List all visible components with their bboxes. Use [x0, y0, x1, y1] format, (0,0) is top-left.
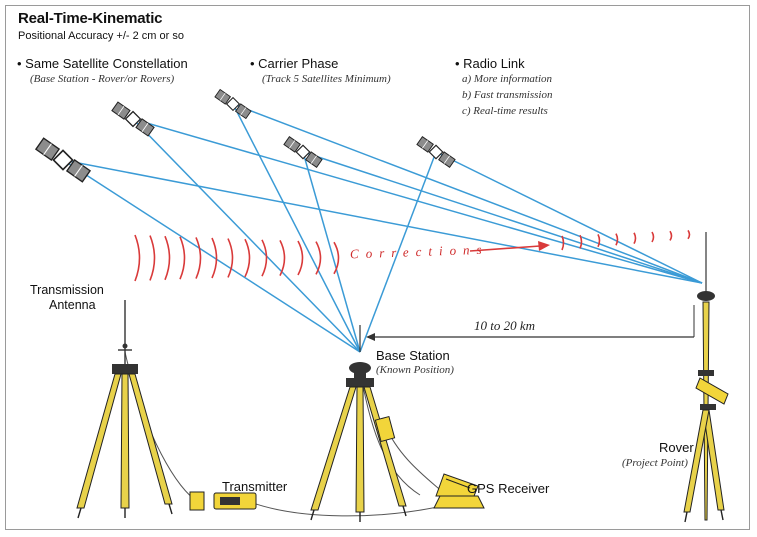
- diagram-frame: [5, 5, 750, 530]
- diagram-subtitle: Positional Accuracy +/- 2 cm or so: [18, 30, 184, 42]
- transmitter-icon: [189, 491, 257, 511]
- feature-note-constellation: (Base Station - Rover/or Rovers): [30, 73, 175, 85]
- radio-waves: [134, 229, 691, 282]
- radio-wave-arc: [279, 240, 286, 276]
- signal-line: [62, 159, 361, 353]
- radio-wave-arc: [651, 231, 655, 243]
- signal-line: [302, 151, 703, 284]
- base-station-label: Base Station: [376, 348, 450, 363]
- feature-heading-carrier-phase: • Carrier Phase: [250, 56, 339, 71]
- radio-wave-arc: [149, 235, 156, 281]
- radio-wave-arc: [164, 235, 171, 281]
- radio-wave-arc: [244, 238, 251, 278]
- transmission-antenna-label: Antenna: [49, 298, 96, 312]
- feature-note-carrier-phase: (Track 5 Satellites Minimum): [262, 73, 391, 85]
- signal-line: [359, 151, 437, 353]
- signal-line: [132, 118, 361, 353]
- satellite-icon: [111, 101, 155, 137]
- radio-wave-arc: [333, 241, 340, 275]
- radio-wave-arc: [261, 239, 268, 277]
- signal-line: [62, 159, 703, 284]
- tripod-icon: [310, 362, 407, 522]
- radio-wave-arc: [195, 237, 202, 279]
- gps-receiver-icon: [433, 473, 485, 509]
- radio-link-item: c) Real-time results: [462, 105, 548, 117]
- feature-heading-constellation: • Same Satellite Constellation: [17, 56, 188, 71]
- satellite-icon: [35, 137, 91, 183]
- satellite-icon: [214, 88, 252, 120]
- radio-wave-arc: [315, 241, 322, 275]
- tripod-icon: [76, 300, 173, 519]
- satellite-signal-lines: [62, 103, 703, 353]
- transmitter-label: Transmitter: [222, 479, 288, 494]
- radio-wave-arc: [687, 229, 691, 240]
- signal-line: [302, 151, 361, 353]
- rover-label: Rover: [659, 440, 694, 455]
- radio-wave-arc: [561, 235, 565, 251]
- radio-wave-arc: [579, 234, 583, 249]
- radio-wave-arc: [227, 238, 234, 278]
- distance-indicator: [359, 305, 695, 352]
- signal-line: [232, 103, 703, 284]
- radio-wave-arc: [134, 234, 141, 282]
- gps-receiver-label: GPS Receiver: [467, 481, 550, 496]
- base-station-note: (Known Position): [376, 364, 454, 376]
- gps-antenna-icon: [374, 415, 396, 443]
- radio-wave-arc: [297, 240, 304, 276]
- feature-heading-radio-link: • Radio Link: [455, 56, 525, 71]
- rover-note: (Project Point): [622, 457, 688, 469]
- radio-wave-arc: [615, 233, 619, 246]
- radio-wave-arc: [211, 237, 218, 279]
- radio-link-item: b) Fast transmission: [462, 89, 553, 101]
- distance-label: 10 to 20 km: [474, 318, 536, 333]
- signal-line: [232, 103, 361, 353]
- corrections-arrow: [469, 241, 550, 252]
- signal-line: [435, 151, 703, 284]
- transmission-antenna-label: Transmission: [30, 283, 104, 297]
- satellite-icon: [416, 136, 456, 168]
- radio-wave-arc: [669, 230, 673, 241]
- radio-link-item: a) More information: [462, 73, 553, 85]
- diagram-title: Real-Time-Kinematic: [18, 10, 163, 27]
- radio-wave-arc: [179, 236, 186, 280]
- radio-wave-arc: [633, 232, 637, 244]
- satellite-icon: [283, 136, 323, 168]
- radio-wave-arc: [597, 234, 601, 248]
- rover-pole-icon: [683, 232, 729, 523]
